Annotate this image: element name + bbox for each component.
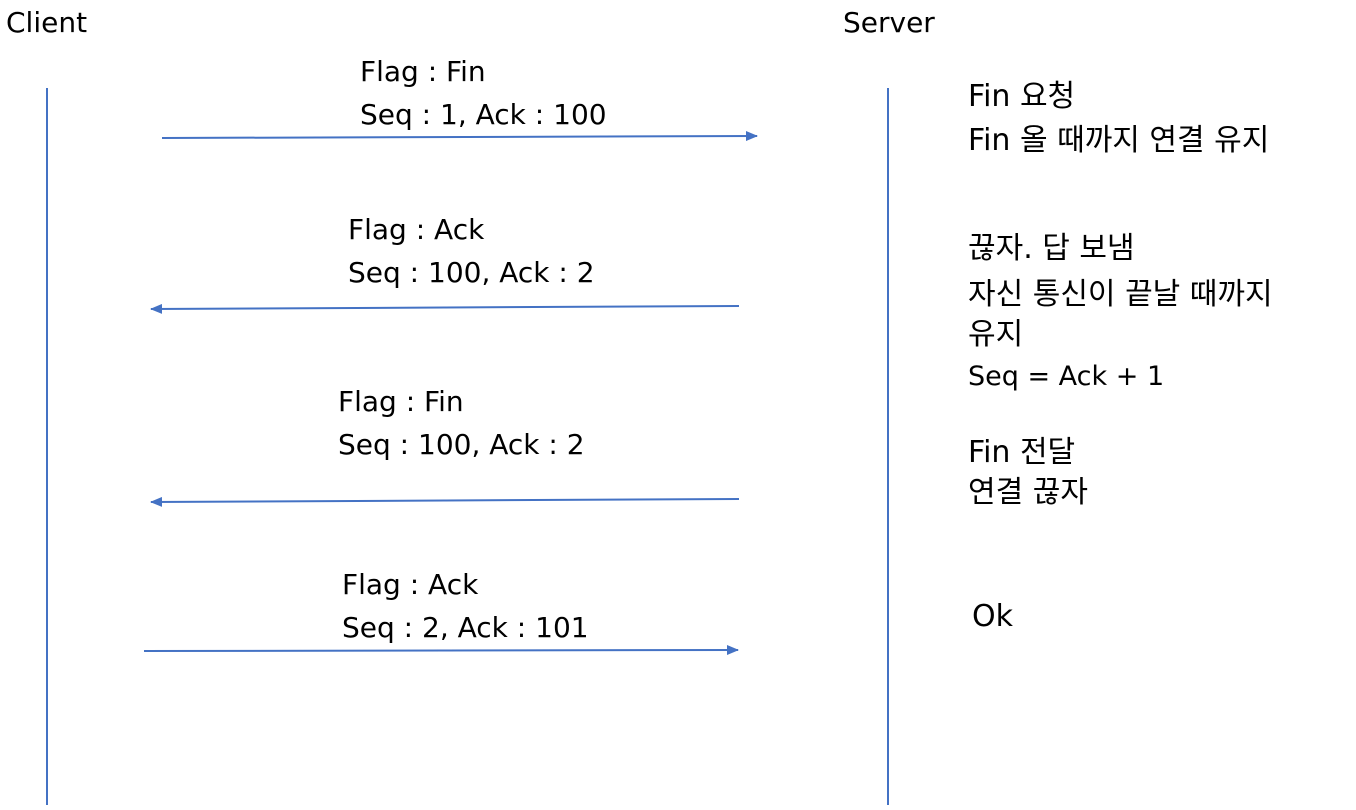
message-4-label: Flag : Ack Seq : 2, Ack : 101	[342, 563, 589, 649]
message-1-seq-ack: Seq : 1, Ack : 100	[360, 98, 607, 131]
note-fin-send: Fin 전달 연결 끊자	[968, 433, 1088, 513]
message-2-seq-ack: Seq : 100, Ack : 2	[348, 256, 595, 289]
note-line: 유지	[968, 317, 1024, 352]
message-3-flag: Flag : Fin	[338, 385, 464, 418]
note-line: Fin 요청	[968, 79, 1076, 114]
note-line: 연결 끊자	[968, 475, 1088, 510]
message-3-seq-ack: Seq : 100, Ack : 2	[338, 428, 585, 461]
message-arrow-fin-request	[161, 131, 758, 142]
message-arrow-final-ack	[143, 645, 739, 656]
message-2-flag: Flag : Ack	[348, 213, 485, 246]
message-2-label: Flag : Ack Seq : 100, Ack : 2	[348, 208, 595, 294]
message-4-flag: Flag : Ack	[342, 568, 479, 601]
note-line: 자신 통신이 끝날 때까지	[968, 277, 1273, 312]
message-3-label: Flag : Fin Seq : 100, Ack : 2	[338, 380, 585, 466]
note-line: Fin 올 때까지 연결 유지	[968, 123, 1270, 158]
client-label: Client	[6, 6, 88, 39]
note-ok: Ok	[972, 599, 1013, 634]
note-line: 끊자. 답 보냄	[968, 231, 1135, 266]
note-fin-request: Fin 요청 Fin 올 때까지 연결 유지	[968, 77, 1269, 161]
message-4-seq-ack: Seq : 2, Ack : 101	[342, 611, 589, 644]
message-arrow-ack-reply	[150, 303, 740, 314]
note-line: Fin 전달	[968, 435, 1076, 470]
message-arrow-fin-send	[150, 496, 740, 507]
server-label: Server	[843, 6, 935, 39]
message-1-label: Flag : Fin Seq : 1, Ack : 100	[360, 50, 607, 136]
note-line: Seq = Ack + 1	[968, 361, 1165, 392]
message-1-flag: Flag : Fin	[360, 55, 486, 88]
note-ack-reply: 끊자. 답 보냄 자신 통신이 끝날 때까지 유지 Seq = Ack + 1	[968, 229, 1273, 397]
